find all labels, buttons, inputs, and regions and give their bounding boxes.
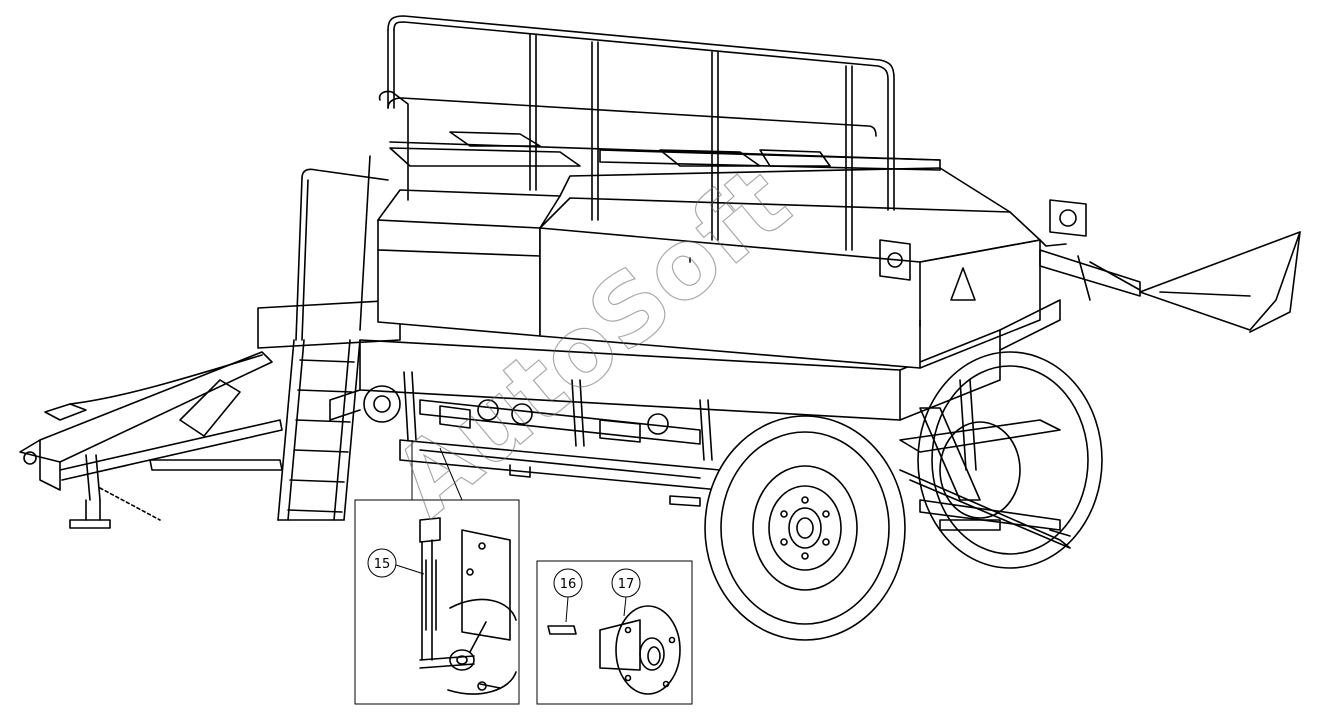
detail-box-right	[536, 560, 693, 705]
hopper-left	[377, 189, 561, 337]
metering-assembly	[363, 371, 713, 461]
hopper-right	[539, 167, 1041, 369]
detail-leader-lines	[411, 440, 463, 501]
callout-17-label: 17	[618, 577, 635, 592]
hitch-tongue	[19, 351, 283, 529]
handrails	[295, 15, 941, 341]
callout-16-label: 16	[560, 577, 577, 592]
detail-box-left	[354, 499, 520, 705]
front-wheel	[704, 415, 906, 641]
suspension	[899, 379, 1071, 549]
ladder	[277, 339, 361, 521]
callout-15-label: 15	[374, 557, 391, 572]
platform	[389, 131, 941, 171]
rear-wheel	[917, 351, 1103, 569]
callout-15-bubble	[367, 548, 397, 578]
rear-boom	[879, 199, 1301, 333]
